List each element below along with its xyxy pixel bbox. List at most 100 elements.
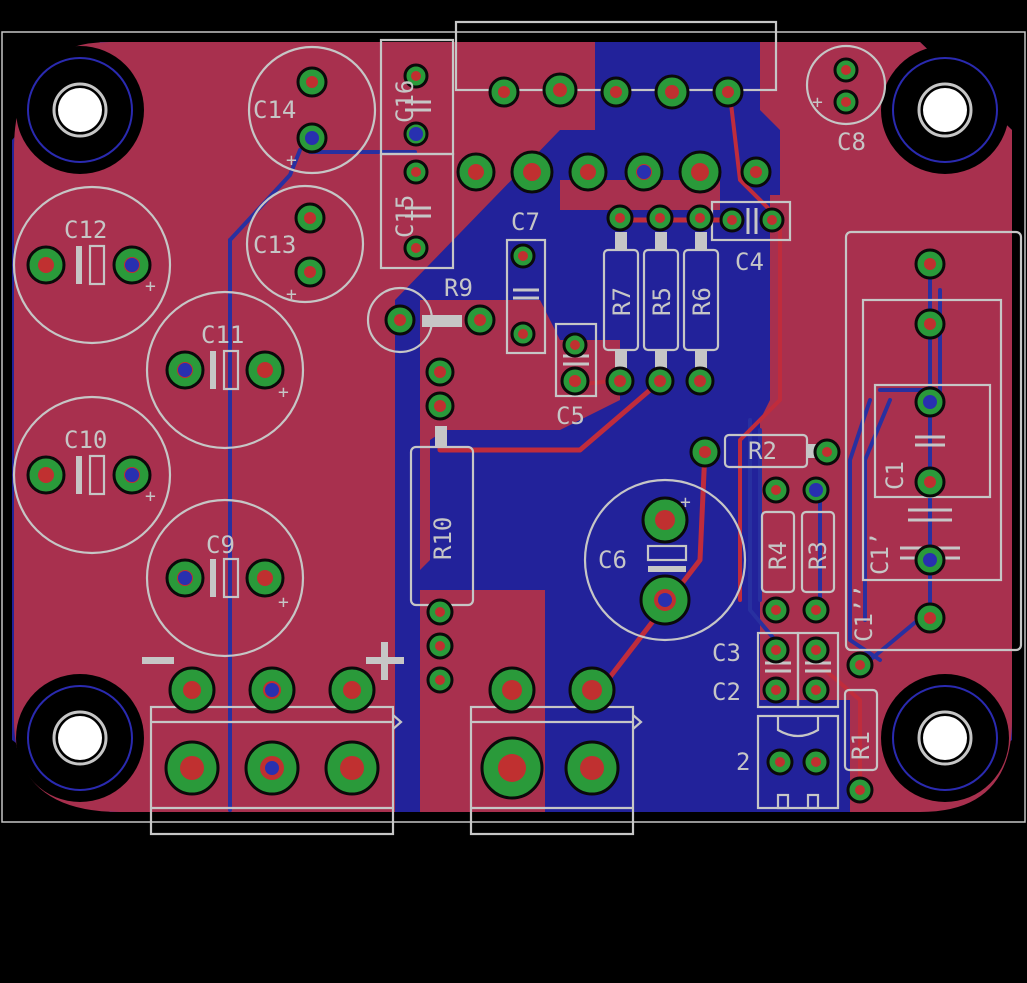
pad-16 <box>488 76 520 108</box>
pad-21 <box>456 152 496 192</box>
via-core-4 <box>265 683 279 697</box>
mounting-hole-bottom-right <box>881 674 1009 802</box>
label-r9: R9 <box>444 274 473 302</box>
pad-20 <box>712 76 744 108</box>
pad-78 <box>480 736 544 800</box>
c6-outline <box>583 478 747 642</box>
pads <box>26 57 946 804</box>
cap-polarity-symbols <box>76 244 688 599</box>
r3-outline <box>800 510 836 594</box>
pad-22 <box>510 150 554 194</box>
pad-56 <box>802 748 830 776</box>
label-c8: C8 <box>837 128 866 156</box>
pad-79 <box>564 740 620 796</box>
c3-c2-right-outline <box>796 631 840 709</box>
pad-17 <box>542 72 578 108</box>
pad-41 <box>719 207 745 233</box>
pad-39 <box>645 366 675 396</box>
label-c1pp: C1’’ <box>850 584 878 642</box>
label-c1p: C1’ <box>866 532 894 575</box>
pad-37 <box>686 204 714 232</box>
plus-mark-v <box>381 642 388 680</box>
label-c16: C16 <box>391 80 419 123</box>
r4-outline <box>760 510 796 594</box>
pad-60 <box>914 308 946 340</box>
c14-outline <box>247 45 377 175</box>
pad-0 <box>296 66 328 98</box>
pad-28 <box>510 321 536 347</box>
pad-59 <box>914 248 946 280</box>
via-core-1 <box>178 363 192 377</box>
c13-outline <box>245 184 365 304</box>
plus-marks: + + + + + + + + <box>145 92 823 613</box>
via-core-10 <box>923 553 937 567</box>
pad-19 <box>654 74 690 110</box>
label-c1: C1 <box>881 461 909 490</box>
label-c7: C7 <box>511 208 540 236</box>
via-core-7 <box>409 127 423 141</box>
c1pp-outline <box>844 230 1023 652</box>
via-core-9 <box>658 593 672 607</box>
label-r5: R5 <box>648 287 676 316</box>
via-core-0 <box>125 258 139 272</box>
label-r4: R4 <box>764 541 792 570</box>
pad-68 <box>426 632 454 660</box>
label-r3: R3 <box>804 541 832 570</box>
terminal-block-2-outline <box>469 705 635 836</box>
pad-8 <box>26 455 66 495</box>
label-c2: C2 <box>712 678 741 706</box>
pad-45 <box>689 436 721 468</box>
pad-43 <box>833 57 859 83</box>
c9-outline <box>145 498 305 658</box>
pad-38 <box>605 366 635 396</box>
component-labels: C14 C13 C12 C11 C10 C9 C8 C7 C4 C5 C6 C3… <box>64 80 909 776</box>
label-c6: C6 <box>598 546 627 574</box>
svg-text:+: + <box>680 492 691 513</box>
pad-14 <box>403 159 429 185</box>
pad-27 <box>510 243 536 269</box>
board-outline <box>1 31 1026 823</box>
pad-42 <box>759 207 785 233</box>
svg-text:+: + <box>812 92 823 113</box>
svg-text:+: + <box>145 276 156 297</box>
label-r10: R10 <box>429 517 457 560</box>
pad-65 <box>641 496 689 544</box>
two-pin-part-outline <box>756 714 840 810</box>
via-core-2 <box>125 468 139 482</box>
via-core-3 <box>178 571 192 585</box>
pad-36 <box>646 204 674 232</box>
pad-47 <box>762 476 790 504</box>
c12-outline <box>12 185 172 345</box>
svg-text:+: + <box>286 150 297 171</box>
pad-30 <box>464 304 496 336</box>
via-core-8 <box>637 165 651 179</box>
svg-text:+: + <box>145 486 156 507</box>
label-c13: C13 <box>253 231 296 259</box>
c1p-outline <box>861 298 1003 582</box>
pad-44 <box>833 89 859 115</box>
c10-outline <box>12 395 172 555</box>
pad-69 <box>426 666 454 694</box>
pad-62 <box>914 466 946 498</box>
label-c4: C4 <box>735 248 764 276</box>
pad-23 <box>568 152 608 192</box>
svg-text:+: + <box>278 382 289 403</box>
top-copper-r7-strip <box>560 180 720 210</box>
pad-75 <box>324 740 380 796</box>
pad-32 <box>425 391 455 421</box>
label-c3: C3 <box>712 639 741 667</box>
label-pin2: 2 <box>736 748 750 776</box>
pad-18 <box>600 76 632 108</box>
via-core-6 <box>305 131 319 145</box>
label-r2: R2 <box>748 437 777 465</box>
mounting-hole-top-left <box>16 46 144 174</box>
c15-outline <box>379 152 455 270</box>
label-r7: R7 <box>608 287 636 316</box>
pad-12 <box>403 63 429 89</box>
pad-31 <box>425 357 455 387</box>
label-r6: R6 <box>688 287 716 316</box>
c5-outline <box>554 322 598 398</box>
pad-67 <box>426 598 454 626</box>
pad-57 <box>846 651 874 679</box>
pad-4 <box>26 245 66 285</box>
